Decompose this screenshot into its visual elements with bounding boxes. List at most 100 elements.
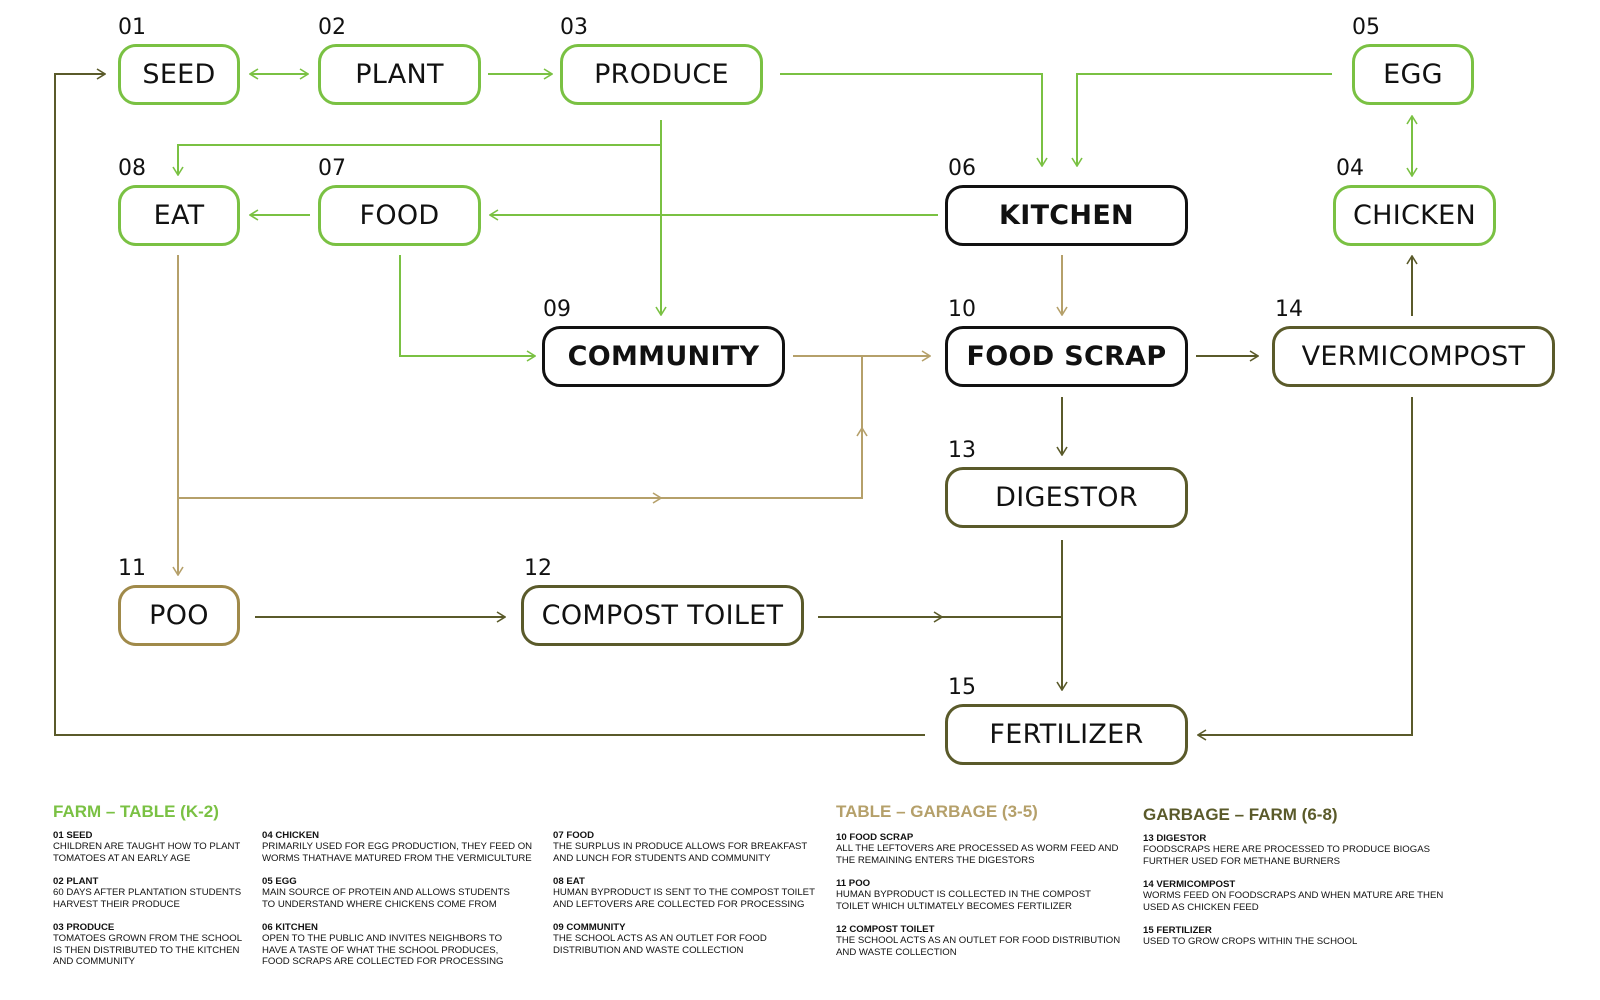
toilet-label: COMPOST TOILET [541,600,784,631]
vermi-fertilizer-connector [1198,397,1413,735]
legend-item: 09 COMMUNITY THE SCHOOL ACTS AS AN OUTLE… [553,922,823,956]
vermi-label: VERMICOMPOST [1301,341,1526,372]
legend-item-title: 09 COMMUNITY [553,922,626,933]
legend-item-title: 03 PRODUCE [53,922,115,933]
legend-item: 11 POO HUMAN BYPRODUCT IS COLLECTED IN T… [836,878,1126,924]
toilet-number: 12 [524,556,552,581]
legend-item: 15 FERTILIZER USED TO GROW CROPS WITHIN … [1143,925,1453,948]
plant-node[interactable]: PLANT [318,44,481,105]
seed-label: SEED [142,59,216,90]
seed-number: 01 [118,15,146,40]
food-label: FOOD [359,200,440,231]
egg-kitchen-connector [1077,73,1332,166]
legend-item-title: 01 SEED [53,830,93,841]
plant-number: 02 [318,15,346,40]
chicken-label: CHICKEN [1352,200,1477,231]
legend-item-desc: WORMS FEED ON FOODSCRAPS AND WHEN MATURE… [1143,890,1444,913]
legend-item: 14 VERMICOMPOST WORMS FEED ON FOODSCRAPS… [1143,879,1453,925]
egg-label: EGG [1383,59,1443,90]
legend-item-title: 05 EGG [262,876,297,887]
food-number: 07 [318,156,346,181]
produce-label: PRODUCE [594,59,729,90]
legend-table-heading: TABLE – GARBAGE (3-5) [836,802,1038,821]
legend-item: 06 KITCHEN OPEN TO THE PUBLIC AND INVITE… [262,922,534,968]
poo-number: 11 [118,556,146,581]
legend-item: 12 COMPOST TOILET THE SCHOOL ACTS AS AN … [836,924,1126,958]
legend-garbage: GARBAGE – FARM (6-8) 13 DIGESTOR FOODSCR… [1143,805,1453,948]
eat-node[interactable]: EAT [118,185,240,246]
produce-eat-connector [178,144,661,175]
legend-item: 07 FOOD THE SURPLUS IN PRODUCE ALLOWS FO… [553,830,823,876]
legend-item-desc: THE SCHOOL ACTS AS AN OUTLET FOR FOOD DI… [836,935,1121,958]
legend-farm-col3: 07 FOOD THE SURPLUS IN PRODUCE ALLOWS FO… [553,830,823,956]
foodscrap-node[interactable]: FOOD SCRAP [945,326,1188,387]
legend-item-desc: OPEN TO THE PUBLIC AND INVITES NEIGHBORS… [262,933,504,968]
legend-item-title: 14 VERMICOMPOST [1143,879,1236,890]
legend-item-desc: PRIMARILY USED FOR EGG PRODUCTION, THEY … [262,841,533,864]
legend-item-desc: THE SCHOOL ACTS AS AN OUTLET FOR FOOD DI… [553,933,767,956]
vermi-node[interactable]: VERMICOMPOST [1272,326,1555,387]
legend-item: 08 EAT HUMAN BYPRODUCT IS SENT TO THE CO… [553,876,823,922]
eat-number: 08 [118,156,146,181]
legend-farm-col2: 04 CHICKEN PRIMARILY USED FOR EGG PRODUC… [262,830,534,968]
legend-item-desc: THE SURPLUS IN PRODUCE ALLOWS FOR BREAKF… [553,841,808,864]
legend-item-desc: HUMAN BYPRODUCT IS COLLECTED IN THE COMP… [836,889,1091,912]
legend-item-title: 13 DIGESTOR [1143,833,1207,844]
kitchen-node[interactable]: KITCHEN [945,185,1188,246]
poo-node[interactable]: POO [118,585,240,646]
egg-node[interactable]: EGG [1352,44,1474,105]
kitchen-label: KITCHEN [999,200,1134,231]
legend-item-title: 04 CHICKEN [262,830,320,841]
legend-item: 05 EGG MAIN SOURCE OF PROTEIN AND ALLOWS… [262,876,534,922]
community-node[interactable]: COMMUNITY [542,326,785,387]
fertilizer-node[interactable]: FERTILIZER [945,704,1188,765]
legend-item-title: 10 FOOD SCRAP [836,832,914,843]
food-community-connector [399,255,535,356]
community-number: 09 [543,297,571,322]
fertilizer-seed-connector [54,74,925,736]
foodscrap-label: FOOD SCRAP [966,341,1167,372]
egg-number: 05 [1352,15,1380,40]
digestor-number: 13 [948,438,976,463]
legend-farm-heading: FARM – TABLE (K-2) [53,802,219,821]
digestor-node[interactable]: DIGESTOR [945,467,1188,528]
community-label: COMMUNITY [567,341,760,372]
legend-garbage-heading: GARBAGE – FARM (6-8) [1143,805,1338,824]
legend-item: 10 FOOD SCRAP ALL THE LEFTOVERS ARE PROC… [836,832,1126,878]
legend-item: 03 PRODUCE TOMATOES GROWN FROM THE SCHOO… [53,922,243,968]
fertilizer-number: 15 [948,675,976,700]
legend-item-title: 08 EAT [553,876,585,887]
legend-item-desc: MAIN SOURCE OF PROTEIN AND ALLOWS STUDEN… [262,887,510,910]
legend-item: 01 SEED CHILDREN ARE TAUGHT HOW TO PLANT… [53,830,243,876]
eat-label: EAT [153,200,205,231]
legend-item-title: 07 FOOD [553,830,595,841]
legend-item-desc: 60 DAYS AFTER PLANTATION STUDENTS HARVES… [53,887,242,910]
legend-item-title: 06 KITCHEN [262,922,318,933]
food-node[interactable]: FOOD [318,185,481,246]
chicken-node[interactable]: CHICKEN [1333,185,1496,246]
legend-item: 13 DIGESTOR FOODSCRAPS HERE ARE PROCESSE… [1143,833,1453,879]
produce-node[interactable]: PRODUCE [560,44,763,105]
legend-item-desc: TOMATOES GROWN FROM THE SCHOOL IS THEN D… [53,933,242,968]
legend-item-desc: HUMAN BYPRODUCT IS SENT TO THE COMPOST T… [553,887,815,910]
produce-kitchen-connector [780,73,1042,166]
legend-item-desc: FOODSCRAPS HERE ARE PROCESSED TO PRODUCE… [1143,844,1430,867]
chicken-number: 04 [1336,156,1364,181]
seed-node[interactable]: SEED [118,44,240,105]
legend-item-desc: CHILDREN ARE TAUGHT HOW TO PLANT TOMATOE… [53,841,241,864]
digestor-label: DIGESTOR [995,482,1138,513]
foodscrap-number: 10 [948,297,976,322]
legend-farm-col1: 01 SEED CHILDREN ARE TAUGHT HOW TO PLANT… [53,830,243,968]
toilet-node[interactable]: COMPOST TOILET [521,585,804,646]
legend-farm-heading-wrap: FARM – TABLE (K-2) [53,802,219,822]
legend-item-desc: ALL THE LEFTOVERS ARE PROCESSED AS WORM … [836,843,1119,866]
produce-number: 03 [560,15,588,40]
legend-item: 04 CHICKEN PRIMARILY USED FOR EGG PRODUC… [262,830,534,876]
fertilizer-label: FERTILIZER [989,719,1144,750]
legend-item-title: 12 COMPOST TOILET [836,924,935,935]
plant-label: PLANT [355,59,444,90]
legend-table: TABLE – GARBAGE (3-5) 10 FOOD SCRAP ALL … [836,802,1126,958]
legend-item-title: 11 POO [836,878,871,889]
legend-item-title: 15 FERTILIZER [1143,925,1212,936]
